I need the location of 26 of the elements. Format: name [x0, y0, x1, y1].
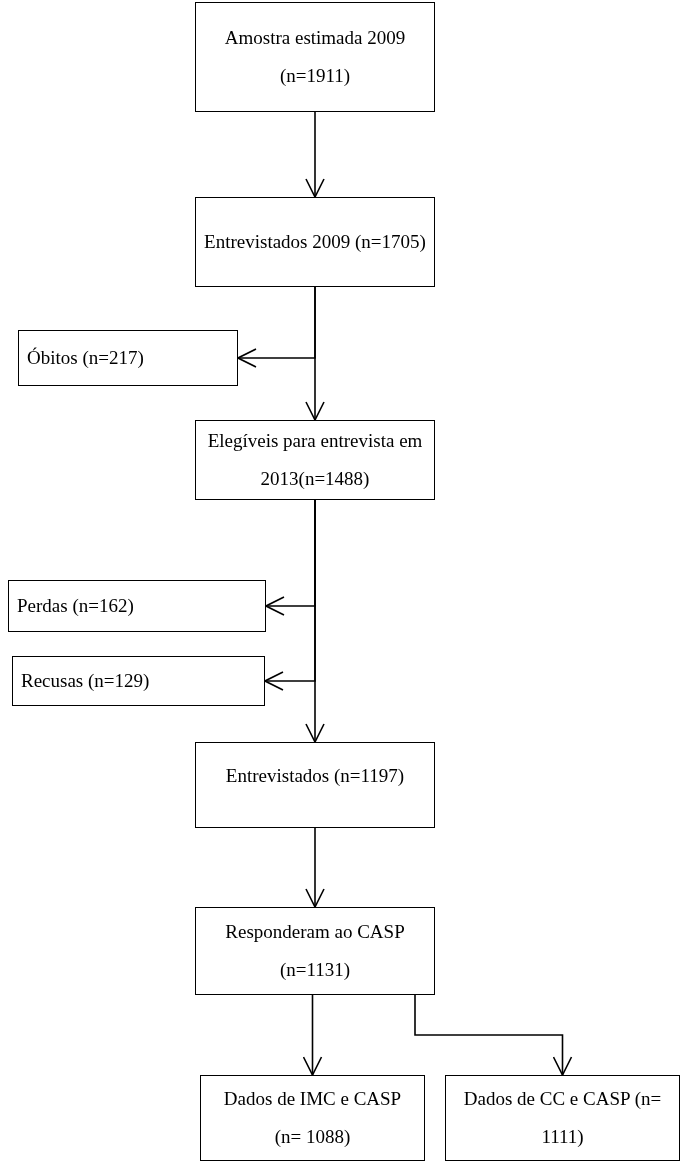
- box-text: Recusas (n=129): [21, 669, 150, 693]
- arrow: [305, 111, 325, 198]
- process-box: [8, 580, 266, 632]
- process-box: [18, 330, 238, 386]
- process-box: [195, 420, 435, 500]
- process-box: [12, 656, 265, 706]
- box-text: Dados de IMC e CASP (n= 1088): [222, 1087, 403, 1149]
- process-box: [195, 2, 435, 112]
- arrow: [414, 994, 573, 1076]
- box-text: Entrevistados 2009 (n=1705): [204, 230, 426, 254]
- arrow: [302, 994, 323, 1076]
- box-text: Óbitos (n=217): [27, 346, 144, 370]
- box-text: Responderam ao CASP (n=1131): [224, 920, 406, 982]
- process-box: [445, 1075, 680, 1161]
- process-box: [195, 907, 435, 995]
- arrow: [305, 286, 325, 421]
- box-text: Elegíveis para entrevista em 2013(n=1488): [206, 429, 424, 491]
- process-box: [195, 742, 435, 828]
- process-box: [200, 1075, 425, 1161]
- arrow: [305, 827, 325, 908]
- box-text: Dados de CC e CASP (n= 1111): [462, 1087, 663, 1149]
- box-text: Amostra estimada 2009 (n=1911): [223, 26, 407, 88]
- box-text: Entrevistados (n=1197): [225, 764, 405, 788]
- process-box: [195, 197, 435, 287]
- arrow: [305, 499, 325, 743]
- box-text: Perdas (n=162): [17, 594, 134, 618]
